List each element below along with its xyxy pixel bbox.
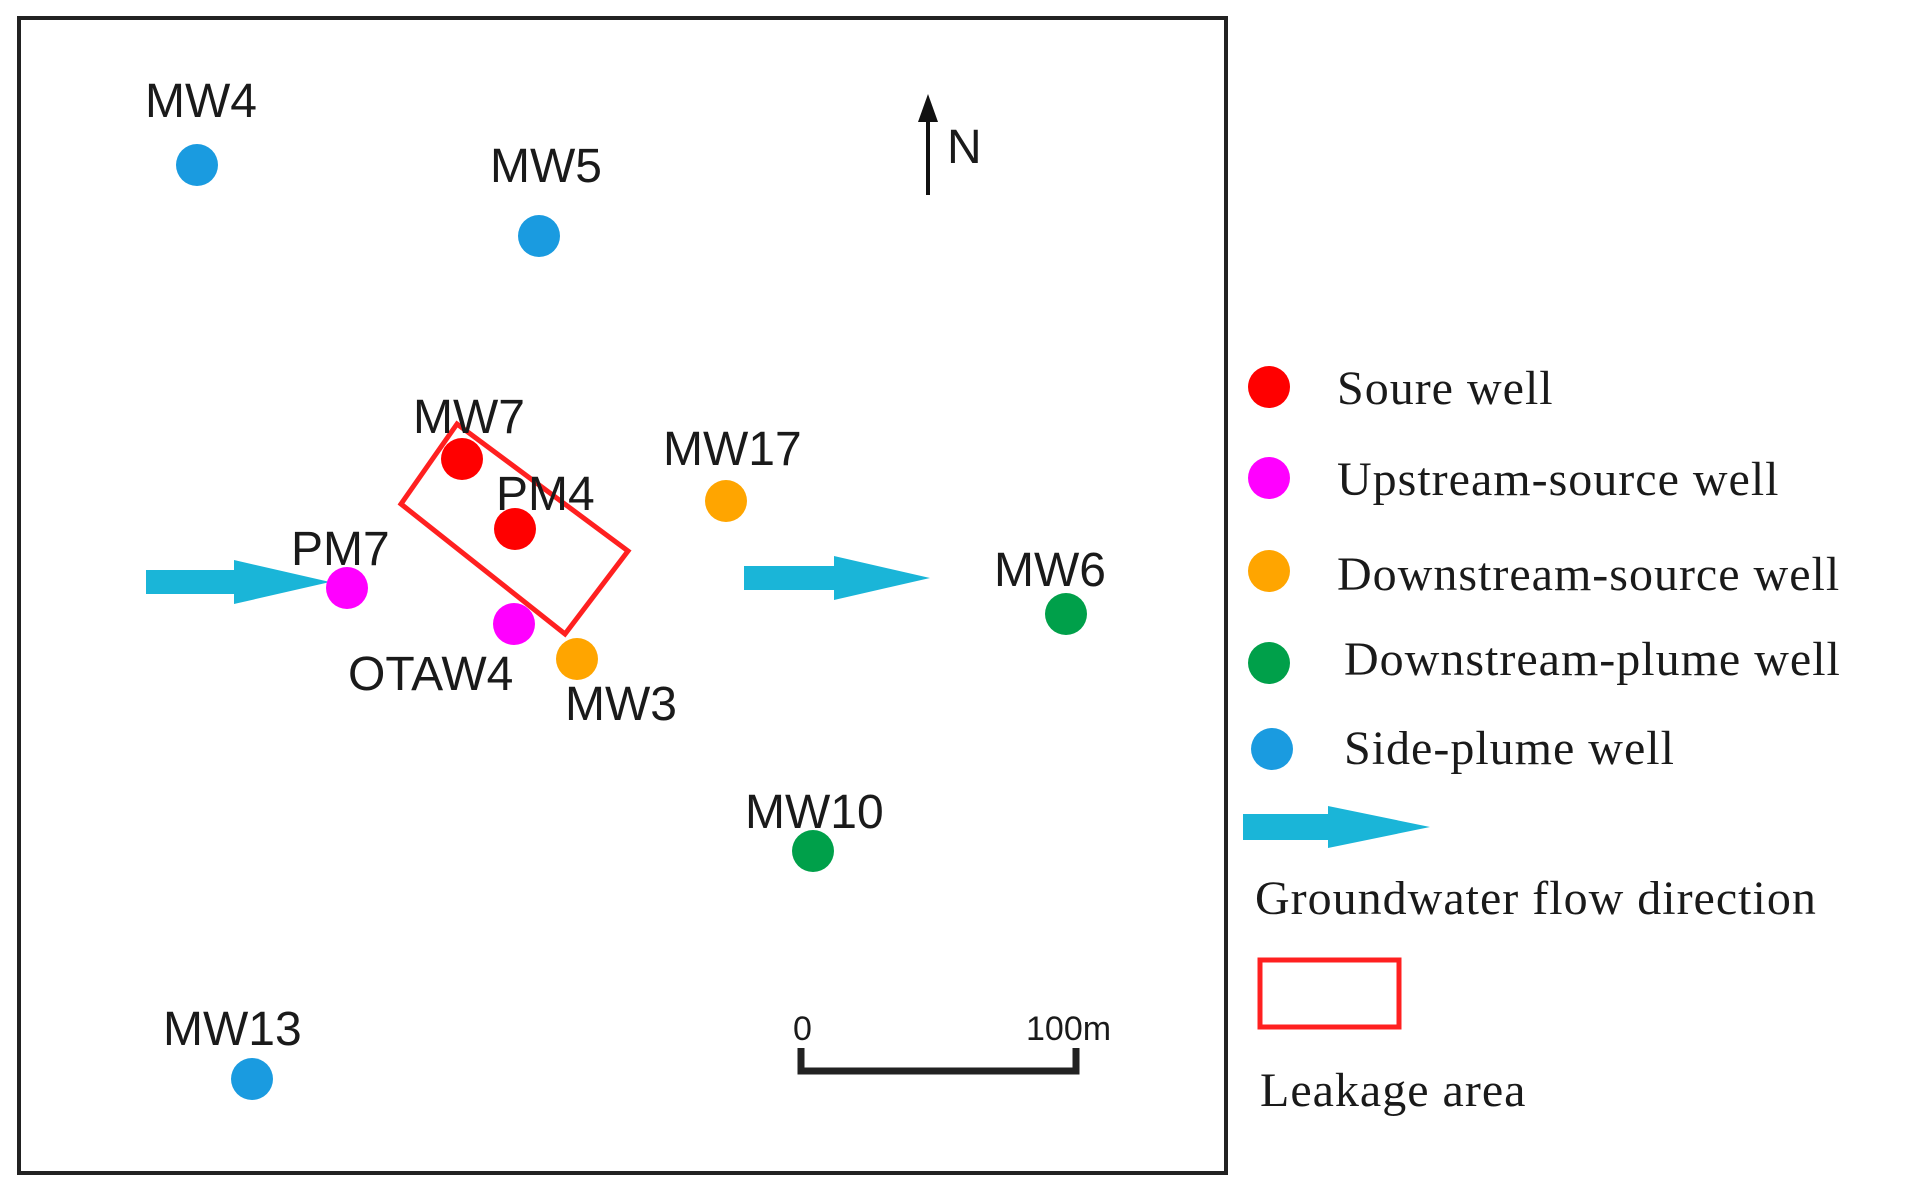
flow-arrow-east-shape	[744, 556, 930, 600]
well-MW5[interactable]: MW5	[490, 140, 602, 257]
well-MW17[interactable]: MW17	[663, 423, 802, 522]
well-label: PM7	[291, 523, 390, 576]
north-arrow: N	[918, 94, 982, 195]
legend-item-flow: Groundwater flow direction	[1243, 806, 1817, 925]
well-label: MW17	[663, 423, 802, 476]
legend-label-downstream-plume: Downstream-plume well	[1344, 633, 1841, 686]
legend-symbol-source	[1248, 366, 1290, 408]
legend-label-downstream-source: Downstream-source well	[1337, 548, 1840, 601]
leak-legend-box	[1257, 957, 1402, 1030]
legend-item-downstream-source: Downstream-source well	[1248, 548, 1840, 601]
legend-item-side-plume: Side-plume well	[1251, 722, 1675, 775]
well-marker[interactable]	[705, 480, 747, 522]
legend-item-leak: Leakage area	[1257, 957, 1526, 1117]
well-label: MW7	[413, 391, 525, 444]
legend-label-leak: Leakage area	[1260, 1064, 1526, 1117]
legend-label-upstream: Upstream-source well	[1337, 453, 1780, 506]
well-marker[interactable]	[518, 215, 560, 257]
well-marker[interactable]	[493, 603, 535, 645]
well-marker[interactable]	[231, 1058, 273, 1100]
well-label: MW10	[745, 786, 884, 839]
north-arrow-head	[918, 94, 938, 122]
well-MW10[interactable]: MW10	[745, 786, 884, 872]
legend-item-upstream: Upstream-source well	[1248, 453, 1780, 506]
legend-label-flow: Groundwater flow direction	[1255, 872, 1817, 925]
well-label: MW6	[994, 544, 1106, 597]
scale-end-label: 100m	[1026, 1010, 1111, 1048]
well-PM4[interactable]: PM4	[494, 468, 595, 550]
well-label: PM4	[496, 468, 595, 521]
legend-symbol-side-plume	[1251, 728, 1293, 770]
well-PM7[interactable]: PM7	[291, 523, 390, 609]
well-MW4[interactable]: MW4	[145, 75, 257, 186]
legend-item-source: Soure well	[1248, 362, 1554, 415]
north-label: N	[947, 121, 982, 174]
well-marker[interactable]	[441, 438, 483, 480]
legend-label-source: Soure well	[1337, 362, 1554, 415]
flow-arrow-east	[744, 556, 930, 600]
leakage-area	[397, 420, 632, 638]
legend-symbol-upstream	[1248, 457, 1290, 499]
well-OTAW4[interactable]: OTAW4	[348, 603, 535, 701]
scale-bar: 0 100m	[793, 1010, 1111, 1075]
well-marker[interactable]	[792, 830, 834, 872]
scale-start-label: 0	[793, 1010, 812, 1048]
flow-legend-arrow	[1243, 806, 1430, 848]
well-label: OTAW4	[348, 648, 513, 701]
scale-bar-line	[797, 1048, 1080, 1075]
flow-arrow-west	[146, 560, 330, 604]
well-marker[interactable]	[326, 567, 368, 609]
well-marker[interactable]	[494, 508, 536, 550]
legend-symbol-downstream-source	[1248, 550, 1290, 592]
flow-arrow-west-shape	[146, 560, 330, 604]
well-marker[interactable]	[556, 638, 598, 680]
well-label: MW13	[163, 1003, 302, 1056]
legend: Soure well Upstream-source well Downstre…	[1243, 362, 1841, 1117]
well-label: MW3	[565, 678, 677, 731]
map-frame	[17, 16, 1228, 1175]
well-marker[interactable]	[176, 144, 218, 186]
legend-symbol-downstream-plume	[1248, 642, 1290, 684]
well-MW6[interactable]: MW6	[994, 544, 1106, 635]
well-label: MW4	[145, 75, 257, 128]
well-marker[interactable]	[1045, 593, 1087, 635]
legend-item-downstream-plume: Downstream-plume well	[1248, 633, 1841, 686]
well-label: MW5	[490, 140, 602, 193]
well-MW3[interactable]: MW3	[556, 638, 677, 731]
well-MW7[interactable]: MW7	[413, 391, 525, 480]
well-MW13[interactable]: MW13	[163, 1003, 302, 1100]
legend-label-side-plume: Side-plume well	[1344, 722, 1675, 775]
